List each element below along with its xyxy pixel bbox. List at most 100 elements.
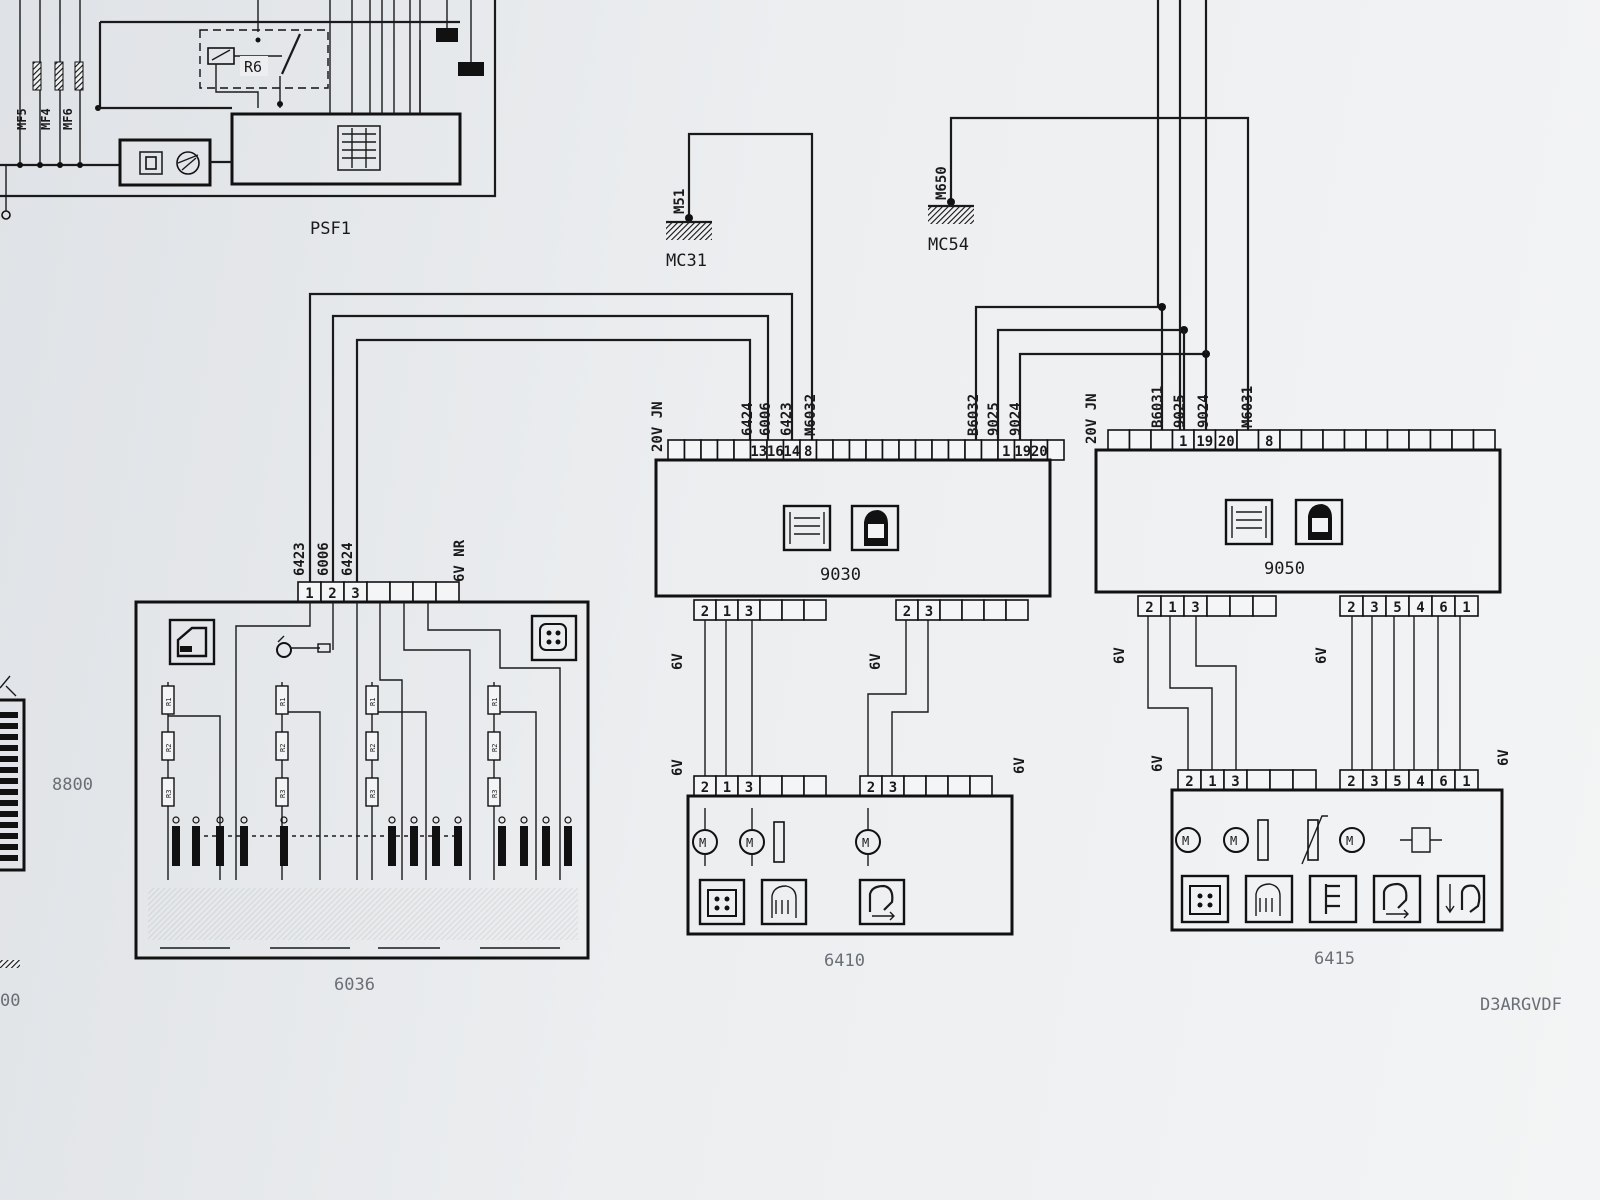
- pin-number: 6: [1439, 600, 1447, 616]
- resistor-label: R3: [279, 790, 287, 798]
- terminal: [216, 816, 224, 824]
- connector-note: 6V NR: [452, 539, 468, 582]
- connector-pin: [1107, 429, 1131, 451]
- pin-number: 5: [1393, 600, 1401, 616]
- wire-label: 6424: [740, 402, 756, 436]
- resistor-label: R2: [279, 744, 287, 752]
- pin-number: 3: [925, 604, 933, 620]
- pin-number: 4: [1416, 774, 1424, 790]
- voltage-note: 6V: [1496, 749, 1512, 766]
- ground-wire-label: M650: [934, 166, 950, 200]
- svg-text:M: M: [699, 836, 706, 850]
- harness: [308, 0, 1210, 582]
- pin-number: 3: [1191, 600, 1199, 616]
- connector-pin: [1343, 429, 1367, 451]
- connector-pin: [1365, 429, 1389, 451]
- connector-pin: [980, 439, 999, 461]
- connector-pin: [1269, 769, 1294, 791]
- terminal: [280, 816, 288, 824]
- connector-pin: [781, 775, 805, 797]
- wire-label: B6031: [1150, 386, 1166, 428]
- relay-contact: [520, 826, 528, 866]
- pin-number: 1: [1462, 600, 1470, 616]
- connector-pin: [983, 599, 1007, 621]
- connector-pin: [1386, 429, 1410, 451]
- module-id: 6036: [334, 975, 375, 995]
- connector-pin: [781, 599, 805, 621]
- massage-icon: [530, 614, 578, 662]
- pin-number: 2: [701, 604, 709, 620]
- connector-pin: [683, 439, 702, 461]
- resistor: [487, 777, 501, 807]
- module-8800-edge: 8800 00: [0, 675, 93, 1011]
- wire-label: 6006: [316, 542, 332, 576]
- wire-label: 9025: [986, 402, 1002, 436]
- terminal: [388, 816, 396, 824]
- module-id: 6410: [824, 951, 865, 971]
- pin-number: 2: [1347, 600, 1355, 616]
- connector-pin: [1128, 429, 1152, 451]
- motor-icon: M: [739, 808, 765, 866]
- svg-text:M: M: [1230, 834, 1237, 848]
- connector-tooth: [0, 855, 18, 861]
- relay-contact: [172, 826, 180, 866]
- wire-label: M6032: [803, 394, 819, 436]
- resistor-label: R1: [279, 698, 287, 706]
- motor-icon: M: [855, 808, 881, 866]
- connector-tooth: [0, 745, 18, 751]
- terminal: [520, 816, 528, 824]
- fuse-label: MF4: [39, 108, 53, 130]
- connector-note: 20V JN: [1084, 393, 1100, 444]
- connector-pin: [815, 439, 834, 461]
- ground-mc31: M51 MC31: [666, 132, 814, 442]
- connector-tooth: [0, 833, 18, 839]
- pin-number: 3: [745, 780, 753, 796]
- connector-tooth: [0, 723, 18, 729]
- pin-number: 3: [889, 780, 897, 796]
- pin-number: 13: [750, 444, 767, 460]
- pin-number: 16: [767, 444, 784, 460]
- connector-pin: [733, 439, 752, 461]
- relay-contact: [216, 826, 224, 866]
- wire-label: 6423: [779, 402, 795, 436]
- relay-label: R6: [244, 58, 262, 76]
- connector-pin: [903, 775, 927, 797]
- wire-label: B6032: [966, 394, 982, 436]
- connector-pin: [925, 775, 949, 797]
- connector-pin: [803, 599, 827, 621]
- window-icon: [168, 618, 216, 666]
- massage-icon: [698, 878, 746, 926]
- resistor: [365, 685, 379, 715]
- connector-note: 20V JN: [650, 401, 666, 452]
- voltage-note: 6V: [1112, 647, 1128, 664]
- connector-pin: [1252, 595, 1277, 617]
- ground-point-label: MC31: [666, 251, 707, 271]
- pin-number: 6: [1439, 774, 1447, 790]
- resistor: [161, 685, 175, 715]
- resistor: [161, 731, 175, 761]
- connector-pin: [969, 775, 993, 797]
- connector-tooth: [0, 800, 18, 806]
- terminal: [454, 816, 462, 824]
- motor-icon: M: [1175, 827, 1201, 853]
- wire-label: M6031: [1240, 386, 1256, 428]
- connector-pin: [1236, 429, 1260, 451]
- relay-contact: [498, 826, 506, 866]
- svg-text:M: M: [862, 836, 869, 850]
- relay-contact: [542, 826, 550, 866]
- wire-label: 6424: [340, 542, 356, 576]
- relay-contact: [432, 826, 440, 866]
- thermistor-icon: [1301, 815, 1328, 865]
- resistor-label: R3: [491, 790, 499, 798]
- connector-pin: [1300, 429, 1324, 451]
- voltage-note: 6V: [670, 759, 686, 776]
- drawing-code: D3ARGVDF: [1480, 995, 1562, 1015]
- resistor: [487, 731, 501, 761]
- pin-number: 1: [1168, 600, 1176, 616]
